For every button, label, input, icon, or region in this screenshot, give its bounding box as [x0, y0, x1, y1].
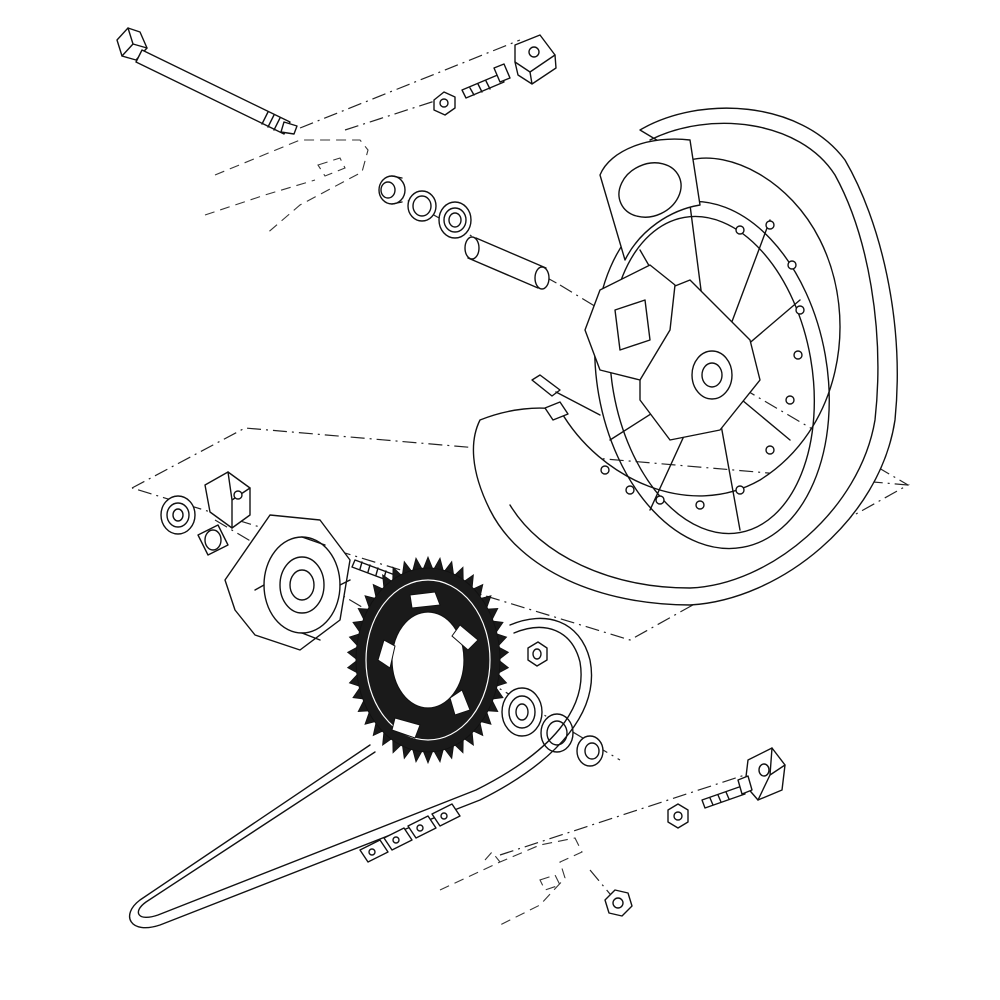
locknut-upper	[433, 91, 456, 116]
rear-wheel	[472, 107, 898, 606]
axle-nut	[604, 889, 633, 917]
chain-links	[359, 803, 461, 863]
oil-seal-left	[407, 190, 437, 222]
rear-sprocket	[346, 555, 510, 765]
spoke-nipples	[600, 220, 805, 510]
adjuster-bolt-upper	[461, 63, 511, 99]
collar-right	[576, 735, 604, 767]
swingarm-left	[204, 139, 369, 236]
adjuster-plate-upper	[514, 34, 557, 85]
sprocket-holes	[377, 591, 479, 739]
sprocket-hub	[224, 514, 351, 651]
collar-left	[378, 175, 406, 205]
adjuster-plate-lower	[744, 747, 786, 801]
bearing-right	[501, 687, 543, 737]
sprocket-nut	[527, 641, 548, 667]
spacer	[464, 236, 550, 290]
collar-hub	[197, 524, 229, 556]
drive-chain	[128, 617, 593, 929]
damper-bracket	[204, 471, 251, 529]
bearing-hub	[160, 495, 196, 535]
locknut-lower	[667, 803, 689, 829]
bearing-left	[438, 201, 472, 239]
swingarm-right	[439, 837, 583, 926]
tire-valve	[531, 374, 601, 421]
axle-shaft	[116, 27, 298, 135]
adjuster-bolt-lower	[701, 775, 753, 809]
